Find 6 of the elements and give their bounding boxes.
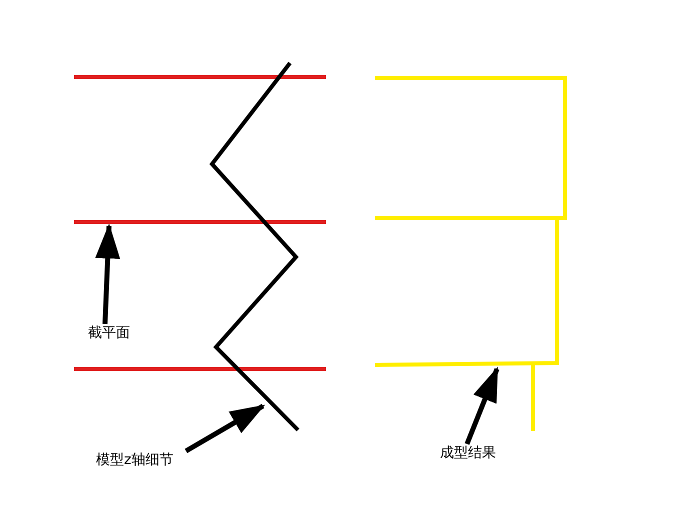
arrow — [184, 404, 266, 454]
arrow — [464, 366, 500, 445]
label-text: 成型结果 — [440, 444, 496, 462]
label-text: 截平面 — [88, 324, 130, 342]
arrow — [95, 224, 120, 324]
label-text: 模型z轴细节 — [96, 451, 174, 469]
